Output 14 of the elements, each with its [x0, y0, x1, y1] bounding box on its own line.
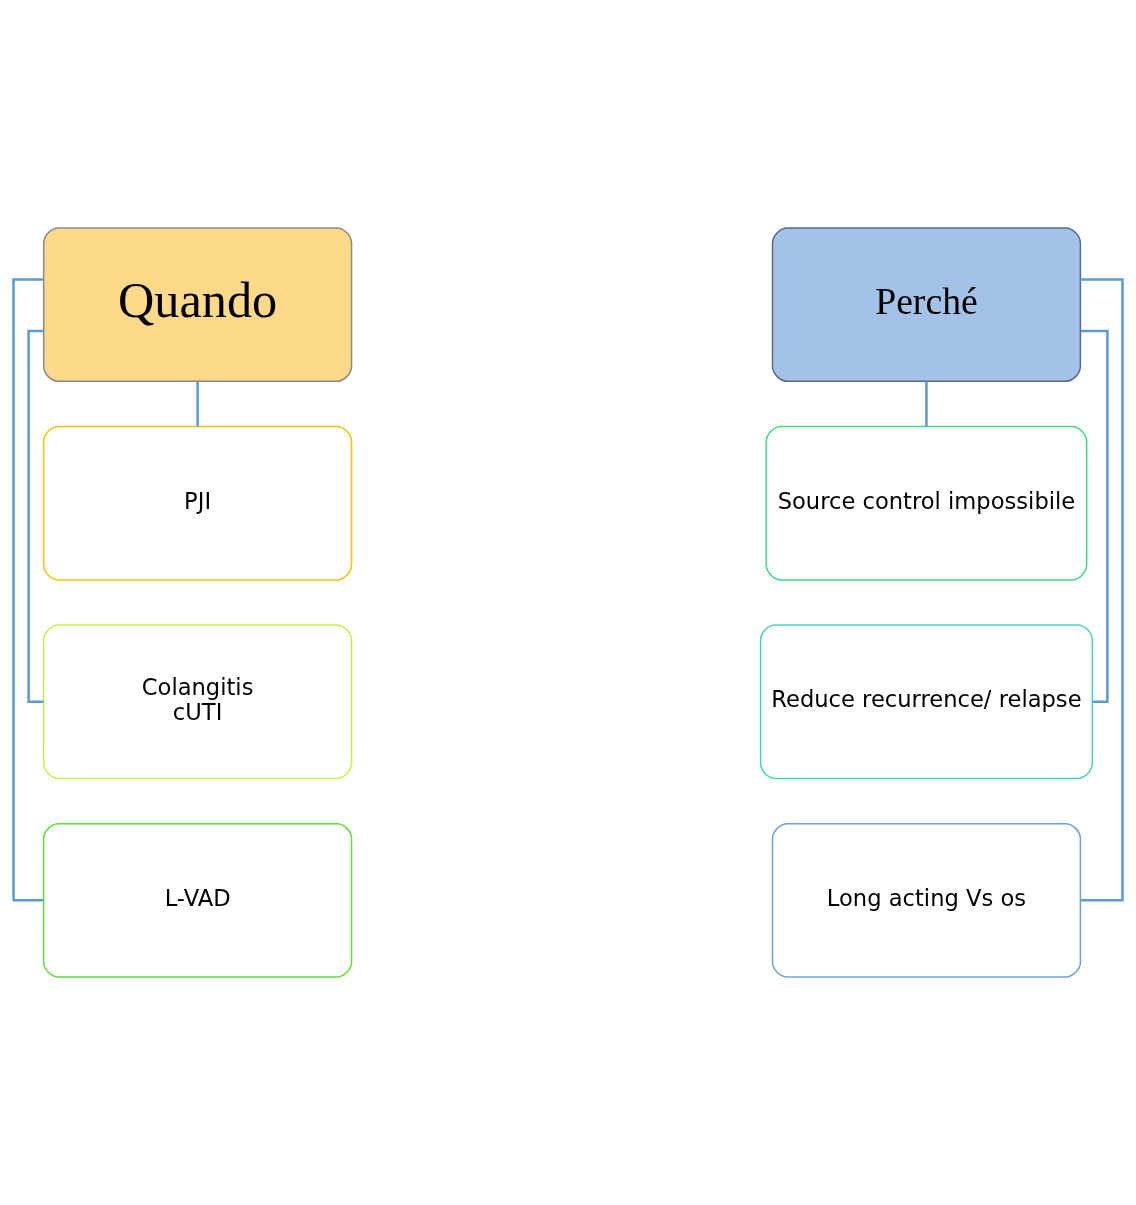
connector	[925, 381, 928, 427]
connector	[1080, 278, 1124, 902]
connector	[196, 381, 199, 427]
node-box: Long acting Vs os	[771, 822, 1082, 978]
node-box: PJI	[42, 425, 353, 581]
connector	[27, 329, 44, 704]
node-box: Source control impossibile	[765, 425, 1088, 581]
connector	[1080, 329, 1109, 704]
node-box: Quando	[42, 227, 353, 383]
node-box: Colangitis cUTI	[42, 624, 353, 780]
node-box: L-VAD	[42, 822, 353, 978]
node-box: Reduce recurrence/ relapse	[759, 624, 1094, 780]
connector	[12, 278, 44, 902]
node-box: Perché	[771, 227, 1082, 383]
